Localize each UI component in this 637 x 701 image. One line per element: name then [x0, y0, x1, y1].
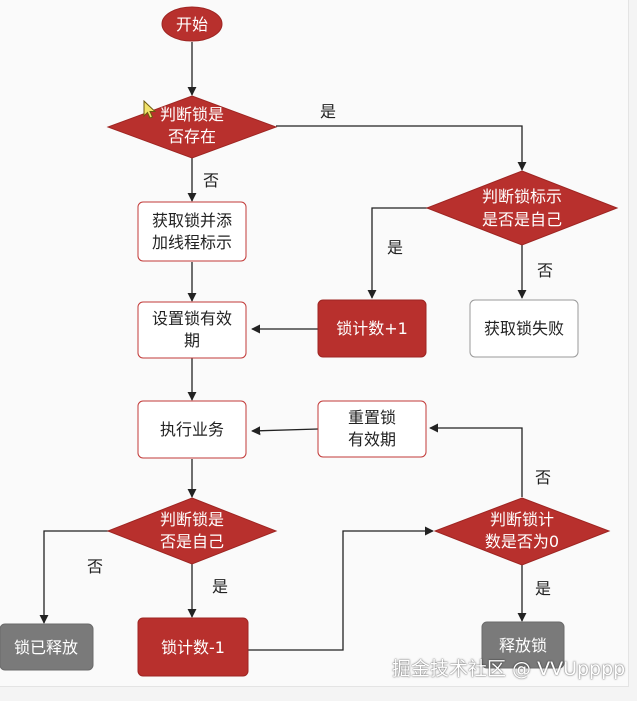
edge-labels: 是 否 是 否 否 是 否 是 [87, 102, 553, 598]
decision-lock-exists-line2: 否存在 [168, 127, 216, 146]
watermark-text: 掘金技术社区 @ VVUpppp [392, 658, 626, 680]
decision-own-lock-line2: 否是自己 [160, 532, 224, 551]
process-acquire-lock: 获取锁并添 加线程标示 [137, 201, 247, 262]
edge-exists-yes [276, 125, 527, 171]
decision-count-zero: 判断锁计 数是否为0 [433, 497, 611, 566]
label-zero-no: 否 [535, 468, 551, 487]
process-reset-expiry-line1: 重置锁 [348, 408, 396, 427]
process-acquire-lock-line2: 加线程标示 [152, 233, 232, 252]
decision-own-lock: 判断锁是 否是自己 [106, 497, 278, 565]
label-mark-yes: 是 [387, 238, 403, 257]
process-set-expiry: 设置锁有效 期 [137, 301, 247, 359]
label-mark-no: 否 [537, 261, 553, 280]
label-exists-yes: 是 [320, 102, 336, 121]
edge-mark-yes [367, 207, 432, 299]
label-exists-no: 否 [203, 171, 219, 190]
process-execute-business: 执行业务 [137, 400, 247, 459]
terminal-acquire-failed-label: 获取锁失败 [484, 319, 564, 338]
process-lock-count-plus-label: 锁计数+1 [336, 319, 408, 338]
edge-zero-no [429, 423, 523, 497]
label-own-no: 否 [87, 557, 103, 576]
decision-count-zero-line2: 数是否为0 [485, 532, 559, 551]
mouse-pointer-icon [143, 100, 157, 119]
process-reset-expiry-line2: 有效期 [348, 430, 396, 449]
start-label: 开始 [176, 15, 208, 34]
label-own-yes: 是 [212, 577, 228, 596]
edge-reset-to-execute [251, 426, 319, 436]
edge-own-no [39, 530, 110, 624]
decision-mark-own-line2: 是否是自己 [482, 210, 562, 229]
process-acquire-lock-line1: 获取锁并添 [152, 211, 232, 230]
edge-minus-to-zero [248, 526, 434, 651]
decision-lock-exists-line1: 判断锁是 [160, 105, 224, 124]
process-lock-count-plus: 锁计数+1 [317, 299, 427, 358]
decision-count-zero-line1: 判断锁计 [490, 510, 554, 529]
label-zero-yes: 是 [535, 579, 551, 598]
decision-mark-own-line1: 判断锁标示 [482, 187, 562, 206]
decision-own-lock-line1: 判断锁是 [160, 510, 224, 529]
process-set-expiry-line2: 期 [184, 331, 200, 350]
process-execute-business-label: 执行业务 [160, 420, 224, 439]
terminal-lock-released-label: 锁已释放 [14, 638, 78, 657]
terminal-release-lock-label: 释放锁 [499, 636, 547, 655]
terminal-release-lock: 释放锁 [481, 621, 565, 669]
decision-lock-exists: 判断锁是 否存在 [106, 95, 278, 159]
process-set-expiry-line1: 设置锁有效 [152, 309, 232, 328]
process-lock-count-minus-label: 锁计数-1 [161, 638, 225, 657]
decision-mark-own: 判断锁标示 是否是自己 [425, 170, 619, 246]
edges [39, 42, 527, 651]
terminal-lock-released: 锁已释放 [0, 623, 94, 671]
terminal-acquire-failed: 获取锁失败 [469, 299, 579, 358]
start-node: 开始 [161, 6, 223, 42]
process-lock-count-minus: 锁计数-1 [137, 617, 249, 677]
process-reset-expiry: 重置锁 有效期 [317, 400, 427, 458]
